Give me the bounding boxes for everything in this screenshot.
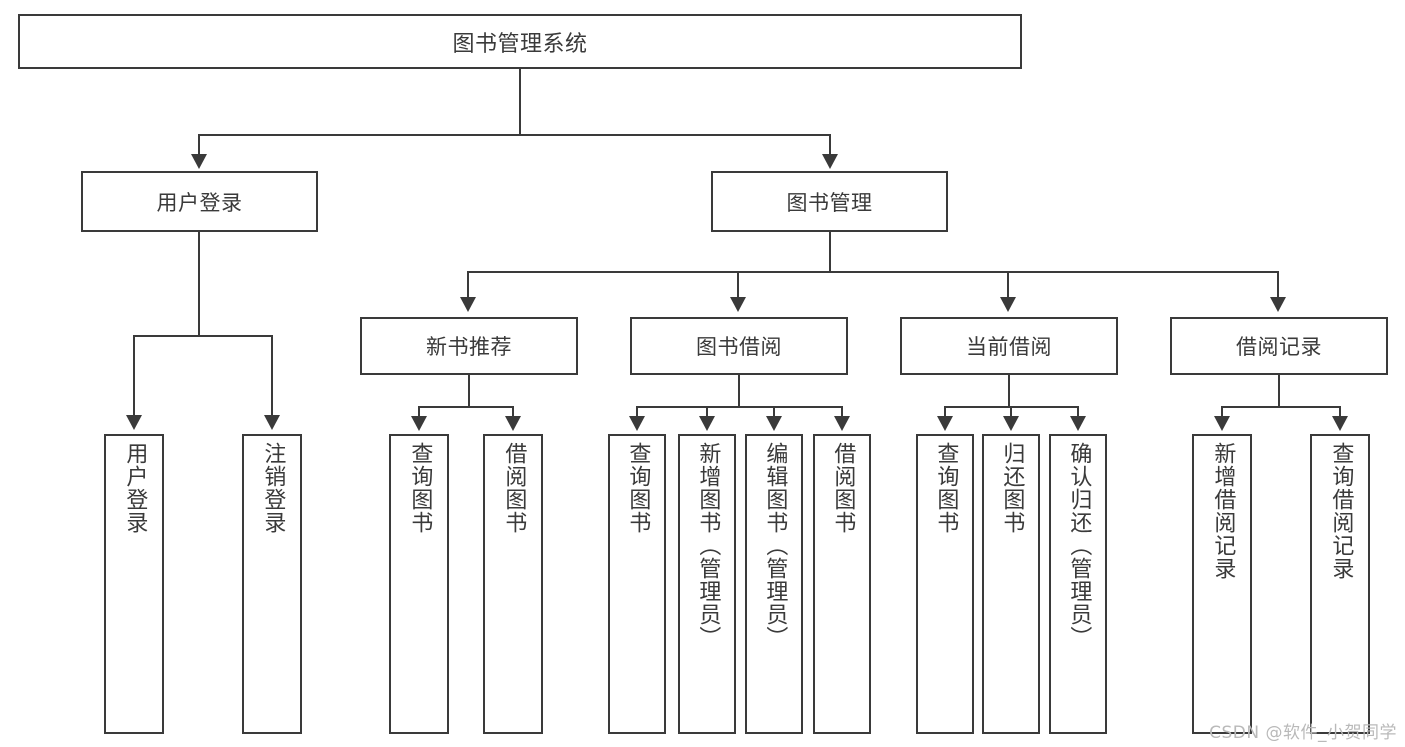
edge-to-borrow-record (1277, 271, 1279, 299)
leaf-book-borrow-4[interactable]: 借阅图书 (813, 434, 871, 734)
leaf-new-book-2[interactable]: 借阅图书 (483, 434, 543, 734)
arrow-new-book-leaf2 (505, 416, 521, 431)
edge-book-borrow-bus (636, 406, 842, 408)
edge-to-user-login (198, 134, 200, 156)
edge-current-borrow-leaf3 (1077, 406, 1079, 418)
arrow-borrow-record-leaf2 (1332, 416, 1348, 431)
arrow-to-book-manage (822, 154, 838, 169)
arrow-current-borrow-leaf2 (1003, 416, 1019, 431)
leaf-user-login-1[interactable]: 用户登录 (104, 434, 164, 734)
edge-level2-bus (198, 134, 831, 136)
arrow-borrow-record-leaf1 (1214, 416, 1230, 431)
arrow-to-current-borrow (1000, 297, 1016, 312)
arrow-to-book-borrow (730, 297, 746, 312)
edge-book-borrow-leaf4 (841, 406, 843, 418)
leaf-label: 编辑图书（管理员） (762, 442, 788, 649)
leaf-borrow-record-1[interactable]: 新增借阅记录 (1192, 434, 1252, 734)
arrow-book-borrow-leaf3 (766, 416, 782, 431)
arrow-to-new-book (460, 297, 476, 312)
leaf-book-borrow-2[interactable]: 新增图书（管理员） (678, 434, 736, 734)
leaf-new-book-1[interactable]: 查询图书 (389, 434, 449, 734)
edge-current-borrow-stem (1008, 375, 1010, 407)
edge-new-book-leaf2 (512, 406, 514, 418)
leaf-current-borrow-1[interactable]: 查询图书 (916, 434, 974, 734)
node-current-borrow[interactable]: 当前借阅 (900, 317, 1118, 375)
edge-book-manage-stem (829, 232, 831, 272)
watermark: CSDN @软件_小贺同学 (1209, 723, 1397, 743)
edge-borrow-record-stem (1278, 375, 1280, 407)
leaf-label: 注销登录 (260, 442, 286, 534)
arrow-to-user-login (191, 154, 207, 169)
edge-to-book-manage (829, 134, 831, 156)
node-label: 图书管理 (786, 190, 873, 215)
arrow-new-book-leaf1 (411, 416, 427, 431)
edge-new-book-stem (468, 375, 470, 407)
arrow-user-login-leaf2 (264, 415, 280, 430)
arrow-current-borrow-leaf3 (1070, 416, 1086, 431)
leaf-label: 新增借阅记录 (1210, 442, 1236, 580)
leaf-label: 查询借阅记录 (1328, 442, 1354, 580)
leaf-label: 查询图书 (625, 442, 651, 534)
edge-book-borrow-leaf3 (773, 406, 775, 418)
leaf-user-login-2[interactable]: 注销登录 (242, 434, 302, 734)
leaf-label: 归还图书 (999, 442, 1025, 534)
arrow-to-borrow-record (1270, 297, 1286, 312)
arrow-book-borrow-leaf4 (834, 416, 850, 431)
leaf-current-borrow-2[interactable]: 归还图书 (982, 434, 1040, 734)
edge-user-login-leaf1 (133, 335, 135, 417)
leaf-label: 借阅图书 (501, 442, 527, 534)
arrow-current-borrow-leaf1 (937, 416, 953, 431)
arrow-user-login-leaf1 (126, 415, 142, 430)
node-label: 借阅记录 (1236, 335, 1322, 359)
node-label: 图书借阅 (696, 335, 782, 359)
node-label: 用户登录 (156, 190, 243, 215)
edge-book-borrow-stem (738, 375, 740, 407)
edge-book-borrow-leaf2 (706, 406, 708, 418)
edge-borrow-record-leaf1 (1221, 406, 1223, 418)
node-borrow-record[interactable]: 借阅记录 (1170, 317, 1388, 375)
leaf-current-borrow-3[interactable]: 确认归还（管理员） (1049, 434, 1107, 734)
leaf-label: 新增图书（管理员） (695, 442, 721, 649)
edge-to-current-borrow (1007, 271, 1009, 299)
leaf-label: 查询图书 (933, 442, 959, 534)
edge-to-book-borrow (737, 271, 739, 299)
node-label: 图书管理系统 (452, 31, 588, 57)
node-new-book-recommend[interactable]: 新书推荐 (360, 317, 578, 375)
leaf-book-borrow-1[interactable]: 查询图书 (608, 434, 666, 734)
leaf-label: 用户登录 (122, 442, 148, 534)
node-label: 当前借阅 (966, 335, 1052, 359)
edge-borrow-record-bus (1221, 406, 1340, 408)
arrow-book-borrow-leaf1 (629, 416, 645, 431)
edge-user-login-leaf2 (271, 335, 273, 417)
node-user-login[interactable]: 用户登录 (81, 171, 318, 232)
edge-user-login-bus (133, 335, 272, 337)
arrow-book-borrow-leaf2 (699, 416, 715, 431)
leaf-label: 确认归还（管理员） (1066, 442, 1092, 649)
edge-to-new-book (467, 271, 469, 299)
edge-book-borrow-leaf1 (636, 406, 638, 418)
node-book-management[interactable]: 图书管理 (711, 171, 948, 232)
edge-new-book-bus (418, 406, 513, 408)
leaf-label: 借阅图书 (830, 442, 856, 534)
edge-new-book-leaf1 (418, 406, 420, 418)
node-book-borrow[interactable]: 图书借阅 (630, 317, 848, 375)
edge-level3-bus (467, 271, 1279, 273)
edge-current-borrow-leaf2 (1010, 406, 1012, 418)
node-root-system[interactable]: 图书管理系统 (18, 14, 1022, 69)
leaf-label: 查询图书 (407, 442, 433, 534)
edge-current-borrow-leaf1 (944, 406, 946, 418)
node-label: 新书推荐 (426, 335, 512, 359)
edge-user-login-stem (198, 232, 200, 336)
edge-root-stem (519, 69, 521, 135)
leaf-book-borrow-3[interactable]: 编辑图书（管理员） (745, 434, 803, 734)
leaf-borrow-record-2[interactable]: 查询借阅记录 (1310, 434, 1370, 734)
edge-borrow-record-leaf2 (1339, 406, 1341, 418)
